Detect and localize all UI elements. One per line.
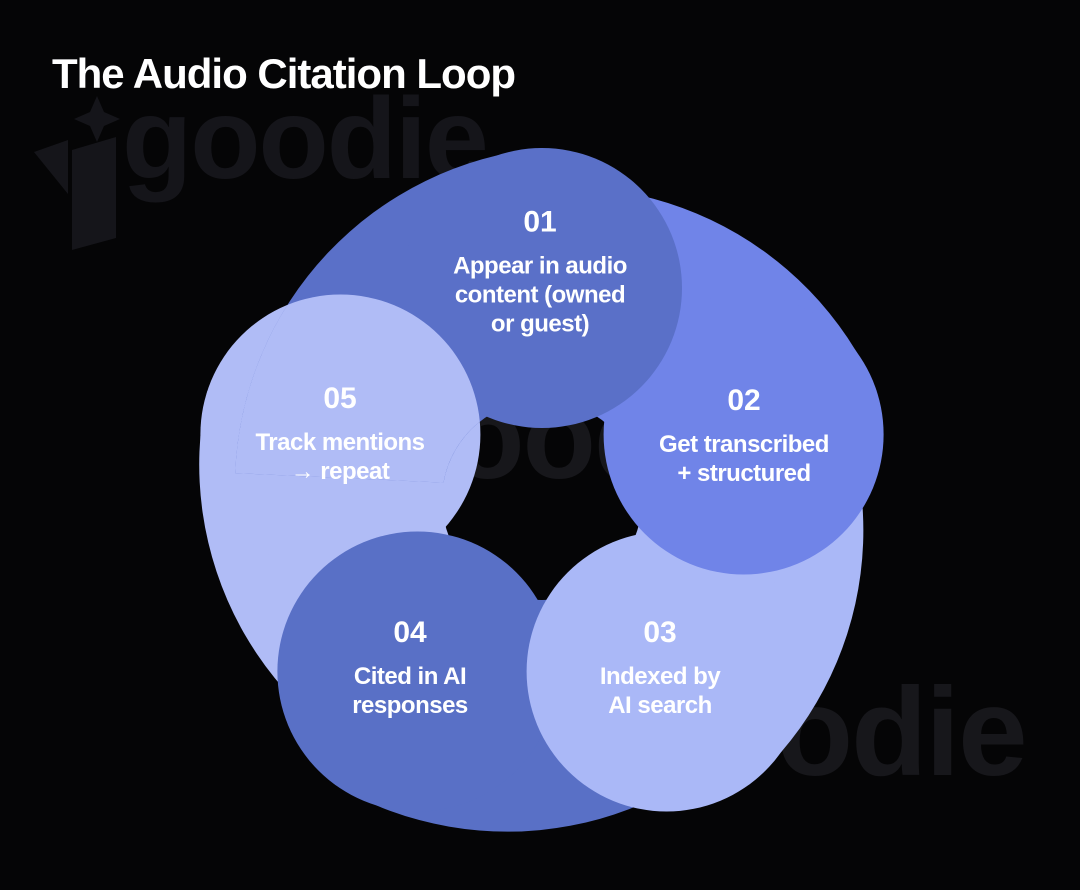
step-05-label: 05 Track mentions → repeat: [210, 382, 470, 486]
step-04-text: responses: [352, 692, 468, 719]
step-02-text: Get transcribed: [659, 431, 829, 458]
step-01-number: 01: [523, 205, 557, 239]
step-03-label: 03 Indexed by AI search: [530, 616, 790, 720]
step-03-text: AI search: [608, 692, 712, 719]
step-03-text: Indexed by: [599, 663, 721, 690]
step-05-text: → repeat: [290, 458, 390, 485]
step-01-label: 01 Appear in audio content (owned or gue…: [410, 206, 670, 339]
step-01-text: Appear in audio: [453, 252, 627, 280]
step-02-label: 02 Get transcribed + structured: [614, 384, 874, 488]
step-05-number: 05: [323, 382, 357, 415]
step-04-bubble: [277, 531, 558, 812]
step-01-text: content (owned: [454, 281, 626, 309]
step-04-text: Cited in AI: [353, 663, 467, 690]
step-04-label: 04 Cited in AI responses: [280, 616, 540, 720]
step-05-bubble-overlap: [235, 294, 481, 483]
step-02-bubble: [603, 294, 884, 575]
step-04-number: 04: [393, 616, 427, 649]
step-01-bubble: [402, 148, 682, 428]
goodie-sparkle-logo-icon: [34, 96, 120, 250]
step-02-number: 02: [727, 384, 761, 417]
step-03-bubble: [526, 531, 807, 812]
step-05-text: Track mentions: [255, 429, 425, 456]
step-03-number: 03: [643, 616, 677, 649]
step-01-text: or guest): [490, 310, 590, 338]
step-02-text: + structured: [677, 460, 811, 487]
page-title: The Audio Citation Loop: [52, 50, 516, 97]
